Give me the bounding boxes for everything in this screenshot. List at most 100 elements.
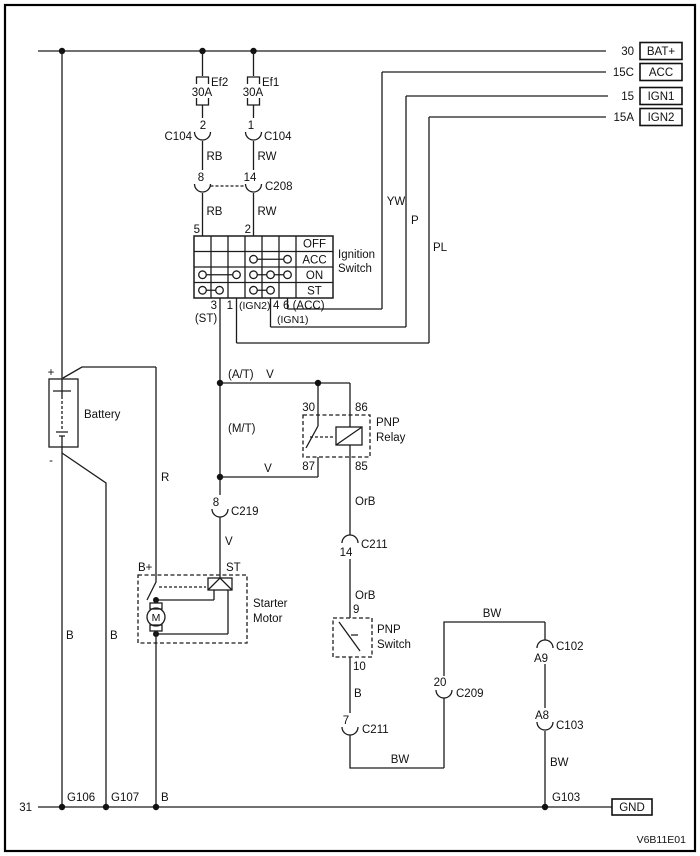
- connector-c102-pin: A9: [534, 653, 548, 665]
- connector-c104-right-name: C104: [264, 131, 292, 143]
- wire-label-v-c219: V: [225, 536, 233, 548]
- fuse-ef2-id: Ef2: [211, 77, 228, 89]
- fuse-ef2-rating: 30A: [192, 87, 213, 99]
- battery-minus-sign: -: [49, 455, 53, 467]
- battery-positive-branch: [62, 366, 157, 575]
- connector-c219-pin: 8: [213, 497, 219, 509]
- terminal-pin-15: 15: [621, 91, 634, 103]
- ground-label-g107: G107: [111, 792, 139, 804]
- relay-pin-85: 85: [355, 461, 368, 473]
- ground-label-g103: G103: [552, 792, 580, 804]
- connector-c208-pin-8: 8: [198, 172, 204, 184]
- switch-name-line2: Switch: [338, 263, 372, 275]
- wire-label-v-mt: V: [264, 463, 272, 475]
- starter-contact-symbol: [146, 575, 157, 601]
- terminal-name-ign2: IGN2: [648, 112, 675, 124]
- wire-label-orb-lower: OrB: [355, 590, 376, 602]
- switch-pin-6: 6 (ACC): [283, 300, 325, 312]
- terminal-box-ign2: [639, 107, 683, 127]
- switch-table-grid: [194, 236, 333, 298]
- transmission-at-label: (A/T): [228, 369, 254, 381]
- connector-c104-left-symbol: [193, 131, 212, 141]
- solenoid-wires: [156, 590, 229, 635]
- switch-row-off: OFF: [303, 239, 326, 251]
- terminal-name-bat: BAT+: [647, 46, 676, 58]
- terminal-pin-15a: 15A: [614, 112, 635, 124]
- ground-dot-starter: [152, 803, 160, 811]
- contact-circle: [283, 254, 292, 264]
- junction-dot: [314, 379, 322, 387]
- connector-c104-right-symbol: [244, 131, 263, 141]
- connector-c208-name: C208: [265, 181, 293, 193]
- switch-pin-1-function: (IGN2): [239, 300, 271, 312]
- wire-label-b-1: B: [66, 630, 74, 642]
- wire-label-p: P: [411, 215, 419, 227]
- relay-contact-symbol: [305, 415, 319, 449]
- terminal-labels: 30 15C 15 15A BAT+ ACC IGN1 IGN2 YW P PL: [387, 41, 683, 254]
- connector-c209-symbol: [435, 689, 453, 699]
- fuse-ef1-rating: 30A: [243, 87, 264, 99]
- starter-motor: M B+ ST Starter Motor: [137, 562, 288, 807]
- wire-label-b-starter: B: [161, 792, 169, 804]
- motor-circle: [146, 607, 166, 627]
- terminal-box-ign1: [639, 86, 683, 106]
- motor-symbol-m: M: [152, 612, 161, 624]
- ignition-switch: OFF ACC ON ST Ignition Switch 3 (ST) 1 (…: [193, 235, 375, 326]
- relay-pin-87: 87: [302, 461, 315, 473]
- wire-label-b-pnp: B: [354, 688, 362, 700]
- ground-dot-g103: [541, 803, 549, 811]
- pnp-switch-pin-10: 10: [353, 661, 366, 673]
- contact-circle: [215, 285, 224, 295]
- wire-label-bw-top: BW: [483, 608, 502, 620]
- pnp-relay-box: [302, 414, 371, 458]
- diagram-border: [3, 3, 697, 853]
- battery-negative-branch: [61, 452, 107, 807]
- bw-wire-top: [443, 621, 545, 676]
- connector-c209-pin: 20: [434, 677, 447, 689]
- wire-label-rw-upper: RW: [258, 151, 277, 163]
- contact-circle: [249, 254, 258, 264]
- starter-box: [137, 574, 248, 644]
- contact-circle: [249, 270, 258, 280]
- solenoid-symbol: [207, 577, 233, 591]
- ground-dot-g106: [58, 803, 66, 811]
- contact-circle: [266, 285, 275, 295]
- connector-c102-symbol: [536, 639, 554, 649]
- connector-c219-symbol: [211, 508, 229, 518]
- fuse-ef2-symbol: [195, 51, 210, 118]
- contact-circle: [266, 270, 275, 280]
- wire-label-orb-upper: OrB: [355, 496, 376, 508]
- connector-c104-left-name: C104: [165, 131, 193, 143]
- pnp-switch-branch: OrB 14 C211 OrB 9 PNP Switch 10 B 7 C211…: [332, 457, 584, 807]
- ground-label-g106: G106: [67, 792, 95, 804]
- switch-pin-3-function: (ST): [195, 313, 218, 325]
- switch-row-st: ST: [307, 286, 322, 298]
- ground-dot-g107: [102, 803, 110, 811]
- pnp-switch-name-line1: PNP: [377, 624, 401, 636]
- terminal-box-bat: [639, 41, 683, 61]
- connector-c219-name: C219: [231, 506, 259, 518]
- connector-c211-14-symbol: [341, 534, 359, 544]
- ign2-wire: [235, 116, 606, 344]
- starter-name-line2: Motor: [253, 613, 283, 625]
- fuse-ef1-symbol: [246, 51, 261, 118]
- pnp-switch-box: [332, 617, 373, 658]
- ign1-wire: [269, 95, 608, 328]
- pnp-switch-pin-9: 9: [353, 604, 359, 616]
- terminal-name-acc: ACC: [649, 67, 673, 79]
- switch-pin-2: 2: [245, 224, 251, 236]
- battery-plus-sign: +: [48, 367, 55, 379]
- switch-name-line1: Ignition: [338, 249, 375, 261]
- relay-pin-30: 30: [302, 402, 315, 414]
- wire-label-r: R: [161, 472, 169, 484]
- connector-c103-symbol: [536, 721, 554, 731]
- switch-row-on: ON: [306, 270, 323, 282]
- contact-circle: [249, 285, 258, 295]
- wire-label-pl: PL: [433, 242, 448, 254]
- connector-c104-left-pin: 2: [200, 120, 206, 132]
- wire-label-bw-right: BW: [550, 757, 569, 769]
- wire-label-rw-lower: RW: [258, 206, 277, 218]
- switch-row-acc: ACC: [302, 255, 326, 267]
- connector-c102-name: C102: [556, 641, 584, 653]
